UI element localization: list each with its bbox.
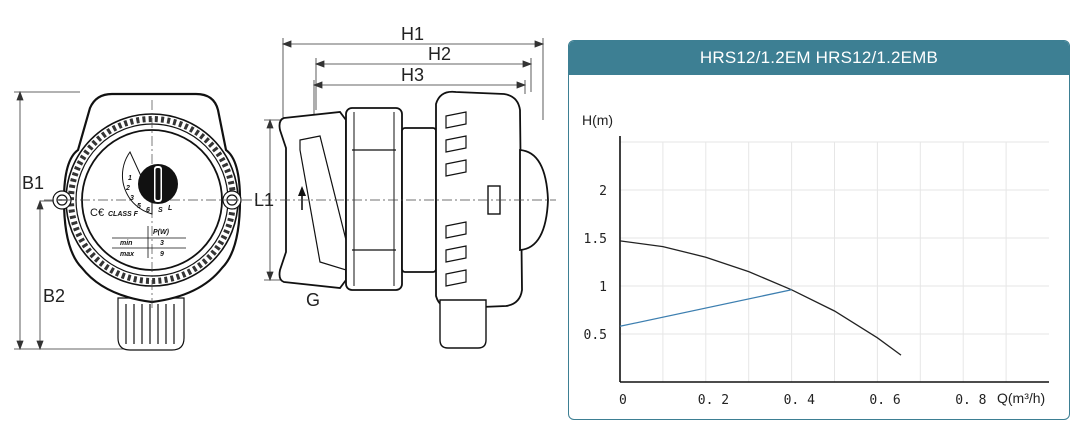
y-tick-label: 1.5 <box>584 232 607 247</box>
x-tick-label: 0 <box>619 393 627 408</box>
y-tick-label: 2 <box>599 184 607 199</box>
pump-technical-drawing: B1 B2 <box>14 24 556 351</box>
dim-h2-label: H2 <box>428 44 451 64</box>
dim-h3-label: H3 <box>401 65 424 85</box>
dim-b1-label: B1 <box>22 173 44 193</box>
class-f-label: CLASS F <box>108 211 139 218</box>
chart-title: HRS12/1.2EM HRS12/1.2EMB <box>569 41 1069 75</box>
power-row-max-label: max <box>120 251 135 258</box>
x-tick-label: 0. 6 <box>869 393 900 408</box>
x-tick-label: 0. 2 <box>698 393 729 408</box>
y-axis-label: H(m) <box>582 112 613 128</box>
performance-chart: 0 0. 2 0. 4 0. 6 0. 8 0.5 1 1.5 2 H(m) Q(m³/h) <box>582 112 1049 408</box>
x-axis-label: Q(m³/h) <box>997 390 1045 406</box>
pump-front-view: 1 2 3 5 6 S L C€ CLASS F P(W) min 3 max … <box>44 92 256 351</box>
x-tick-label: 0. 8 <box>955 393 986 408</box>
y-tick-label: 0.5 <box>584 328 607 343</box>
x-tick-label: 0. 4 <box>784 393 815 408</box>
dial-mark-l: L <box>168 205 172 212</box>
series-line-1 <box>619 289 792 327</box>
dial-mark-s: S <box>158 207 163 214</box>
dial-mark-6: 6 <box>146 207 150 214</box>
dial-mark-2: 2 <box>125 185 130 192</box>
power-header: P(W) <box>153 229 170 236</box>
dim-h1-label: H1 <box>401 24 424 44</box>
power-row-max-value: 9 <box>160 251 164 258</box>
terminal-box <box>117 297 185 351</box>
series-line-0 <box>619 240 902 356</box>
front-view-dimensions <box>14 90 130 351</box>
power-row-min-value: 3 <box>160 240 164 247</box>
dim-g-label: G <box>306 290 320 310</box>
ce-mark: C€ <box>90 207 104 219</box>
power-row-min-label: min <box>120 240 132 247</box>
speed-dial <box>121 151 178 215</box>
dial-mark-3: 3 <box>130 195 134 202</box>
side-terminal-box <box>439 299 487 349</box>
power-table <box>112 226 186 258</box>
performance-chart-panel: 0 0. 2 0. 4 0. 6 0. 8 0.5 1 1.5 2 H(m) Q(m³/h) HRS… <box>568 40 1070 420</box>
dim-b2-label: B2 <box>43 286 65 306</box>
y-tick-label: 1 <box>599 280 607 295</box>
dial-mark-1: 1 <box>128 175 132 182</box>
dial-mark-5: 5 <box>137 203 141 210</box>
